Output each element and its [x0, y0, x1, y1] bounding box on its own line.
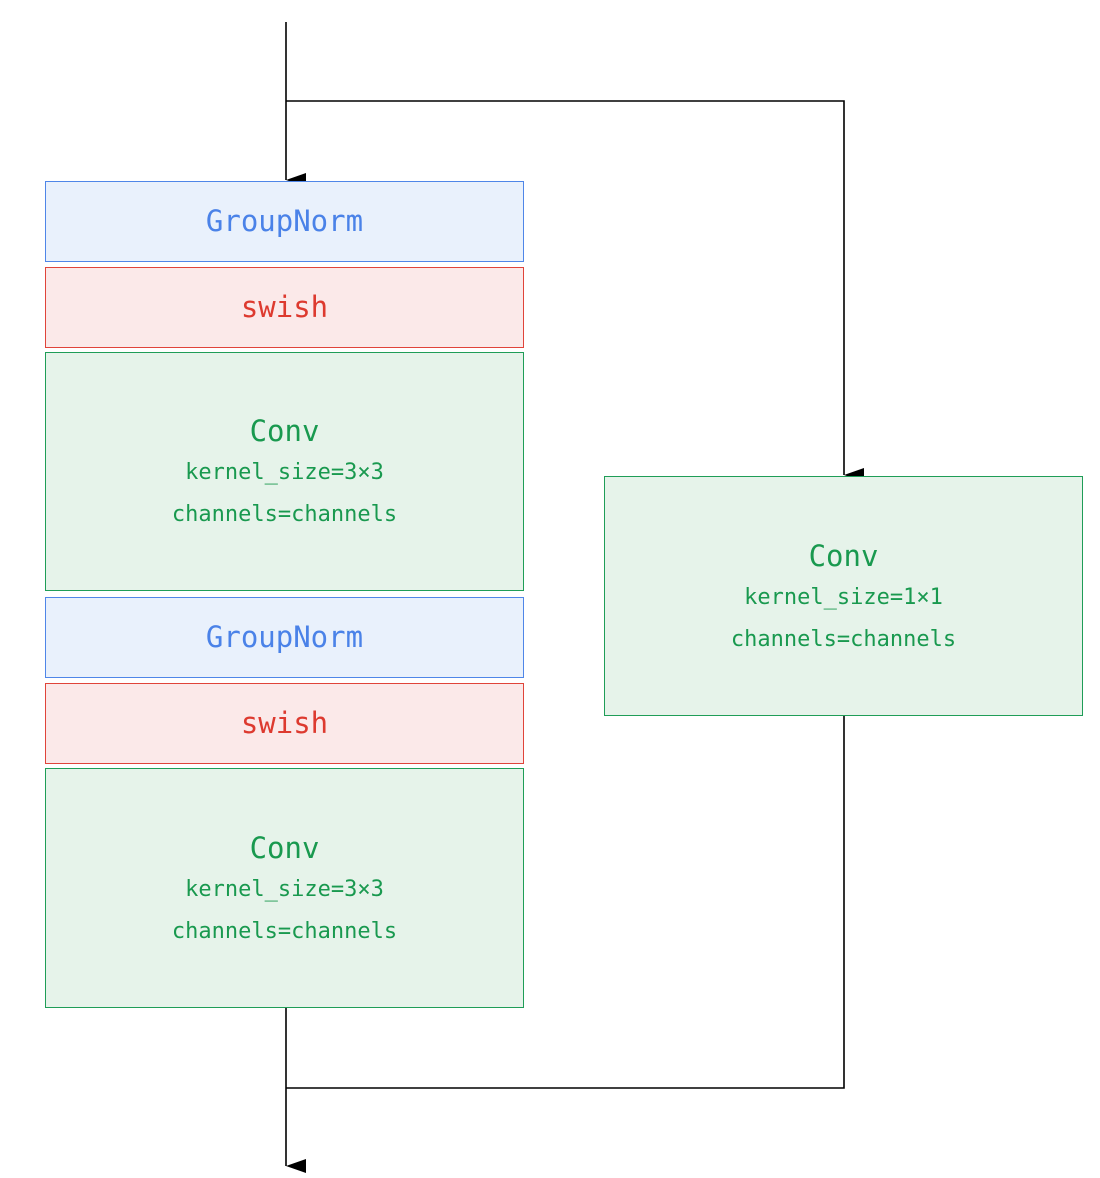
conv-label: Conv [249, 414, 320, 448]
conv-kernel-size: kernel_size=1×1 [744, 584, 943, 610]
conv-label: Conv [249, 830, 320, 865]
conv-label: Conv [808, 538, 879, 573]
groupnorm-label: GroupNorm [205, 204, 364, 238]
conv-kernel-size: kernel_size=3×3 [185, 460, 384, 485]
swish-label: swish [240, 290, 329, 324]
groupnorm-block-1: GroupNorm [45, 181, 524, 262]
groupnorm-block-2: GroupNorm [45, 597, 524, 678]
groupnorm-label: GroupNorm [205, 620, 364, 654]
conv-kernel-size: kernel_size=3×3 [185, 876, 384, 902]
conv-block-2: Conv kernel_size=3×3 channels=channels [45, 768, 524, 1008]
swish-block-1: swish [45, 267, 524, 348]
conv-block-1: Conv kernel_size=3×3 channels=channels [45, 352, 524, 591]
conv-channels: channels=channels [730, 626, 957, 652]
skip-merge-line [286, 715, 845, 1089]
swish-label: swish [240, 706, 329, 740]
conv-channels: channels=channels [171, 918, 398, 944]
conv-channels: channels=channels [171, 502, 398, 527]
skip-conv-block: Conv kernel_size=1×1 channels=channels [604, 476, 1083, 716]
swish-block-2: swish [45, 683, 524, 764]
skip-branch-arrow [286, 100, 864, 482]
